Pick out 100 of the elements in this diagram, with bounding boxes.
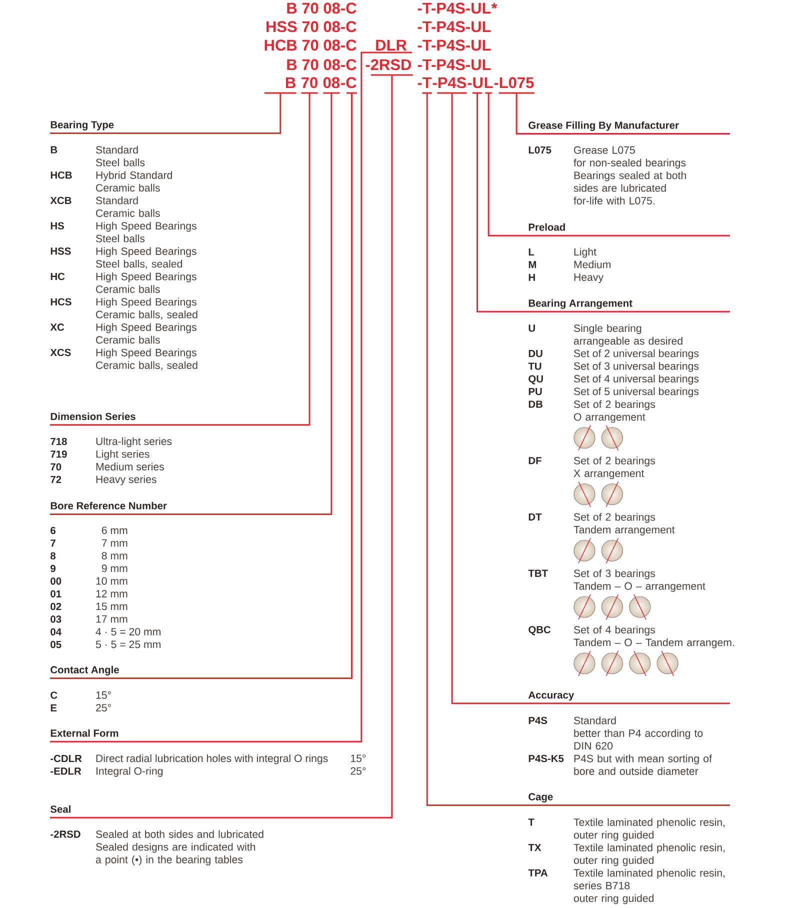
code-text: -2RSD [50,830,80,838]
leader-line [426,93,528,806]
description-text: Direct radial lubrication holes with integral O rings [96,754,328,764]
code-text: 04 [50,628,62,636]
code-text: HC [50,272,65,280]
code-text: 05 [50,640,62,648]
section-heading: Seal [50,805,70,813]
code-segment: 08 [323,77,340,94]
description-text: Set of 2 bearings Tandem arrangement [574,512,675,536]
section-heading: Preload [528,223,730,236]
code-text: 01 [50,590,62,598]
description-text: Medium series [96,462,164,470]
designation-code: -T-P4S-UL [418,40,491,51]
description-text: High Speed Bearings Steel balls, sealed [96,247,196,269]
leader-line [50,93,310,426]
designation-code: HCB 70 08-C [264,40,356,51]
description-text: Medium [574,260,610,268]
code-text: 718 [50,438,67,446]
description-text: 10 mm [96,577,128,585]
code-segment: L [484,77,493,94]
description-text: Set of 5 universal bearings [574,387,699,398]
designation-code: -T-P4S-UL [418,21,491,32]
code-segment: -C [341,77,357,94]
code-segment: -T [418,77,432,94]
code-text: XCB [50,196,72,204]
description-text: Standard better than P4 according to DIN 620 [574,716,703,750]
description-text: Textile laminated phenolic resin, series B718 outer ring guided [574,868,725,904]
code-text: H [528,274,535,281]
description-text: Light [574,248,596,258]
section-heading: Bearing Arrangement [528,299,730,312]
description-text: 6 mm [102,526,128,534]
description-text: High Speed Bearings Steel balls [96,222,196,242]
leader-line [516,93,528,134]
code-text: P4S [528,716,548,724]
description-text: High Speed Bearings Ceramic balls, sealed [96,348,198,370]
code-text: XC [50,324,64,331]
code-text: 02 [50,602,62,610]
code-segment: -L075 [494,77,534,94]
description-text: Set of 3 bearings Tandem – O – arrangement [574,569,706,592]
description-text: Heavy series [96,475,156,486]
designation-code: -T-P4S-UL [418,59,491,70]
code-segment: -P4S [432,77,467,94]
code-text: 8 [50,552,56,560]
code-text: 70 [50,463,62,470]
code-text: L075 [528,146,552,154]
code-text: DT [528,513,542,520]
description-text: Standard Steel balls [96,146,145,166]
code-segment: DLR [360,40,412,54]
code-text: 00 [50,578,62,585]
description-text: 4 · 5 = 20 mm [96,628,160,636]
description-text: Single bearing arrangeable as desired [574,324,682,347]
description-text: Heavy [574,274,604,284]
description-text: Hybrid Standard Ceramic balls [96,171,172,192]
description-text: High Speed Bearings Ceramic balls [96,323,196,344]
description-text: High Speed Bearings Ceramic balls, sealed [96,298,198,320]
angle-text: 25° [350,767,366,775]
leader-line [50,93,282,134]
code-text: L [528,248,534,256]
leader-line [488,93,528,236]
description-text: Grease L075 for non-sealed bearings Bearings sealed at both sides are lubricated for-life with L075. [574,146,686,204]
code-text: DB [528,400,542,408]
code-text: HSS [50,248,71,255]
code-segment: 70 [301,77,318,94]
description-text: 7 mm [102,539,128,547]
description-text: Ultra-light series [96,437,172,448]
section-heading: Grease Filling By Manufacturer [528,121,730,134]
code-text: HCB [50,172,72,179]
angle-text: 15° [351,754,366,762]
section-heading: Bearing Type [50,120,114,130]
description-text: Set of 4 bearings Tandem – O – Tandem arrangem. [574,626,734,648]
code-text: PU [528,388,542,396]
code-text: U [528,324,535,332]
code-text: QBC [528,626,551,636]
code-text: 03 [50,616,62,623]
description-text: 25° [96,704,111,712]
code-text: B [50,146,58,154]
code-text: 6 [50,526,56,534]
code-text: 719 [50,450,67,458]
code-text: T [528,818,534,826]
code-text: XCS [50,348,71,356]
description-text: Set of 4 universal bearings [574,374,699,385]
code-text: 72 [50,476,62,483]
code-segment: -U [468,77,482,94]
code-segment: B [264,77,296,94]
code-text: DF [528,457,542,464]
description-text: 15° [96,691,111,699]
leader-line [476,93,528,312]
code-text: TX [528,844,542,852]
code-text: QU [528,375,543,384]
section-heading: Bore Reference Number [50,502,167,510]
description-text: 15 mm [96,602,128,610]
code-text: HCS [50,298,72,306]
code-text: P4S-K5 [528,754,564,762]
description-text: Set of 2 bearings O arrangement [574,400,655,423]
designation-code: B 70 08-C [287,59,356,70]
description-text: 9 mm [102,564,128,572]
code-text: DU [528,350,542,358]
section-heading: Dimension Series [50,412,136,420]
description-text: P4S but with mean sorting of bore and outside diameter [574,754,712,775]
code-text: 7 [50,540,56,547]
